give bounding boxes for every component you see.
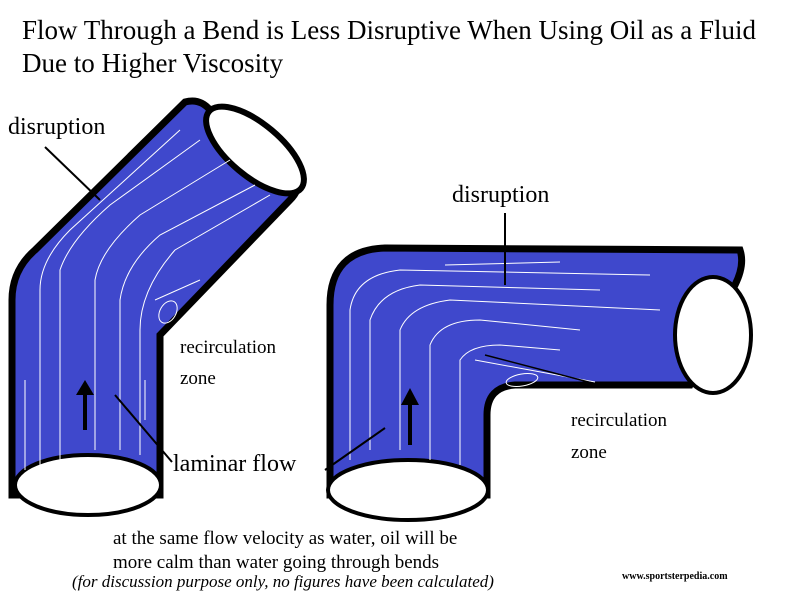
right-pipe xyxy=(324,213,753,522)
laminar-flow-label: laminar flow xyxy=(173,451,297,477)
left-pipe xyxy=(8,97,307,517)
diagram-title: Flow Through a Bend is Less Disruptive W… xyxy=(22,15,756,78)
left-disruption-label: disruption xyxy=(8,114,106,140)
watermark: www.sportsterpedia.com xyxy=(622,571,728,582)
flow-arrow-icon xyxy=(76,380,94,395)
caption-line-1: at the same flow velocity as water, oil … xyxy=(113,528,458,549)
right-pipe-inlet xyxy=(326,458,490,522)
right-recirculation-label-2: zone xyxy=(571,442,607,463)
right-pipe-outlet xyxy=(673,275,753,395)
left-streamlines xyxy=(24,129,271,470)
right-disruption-label: disruption xyxy=(452,182,550,208)
flow-arrow-icon xyxy=(401,388,419,405)
disclaimer-note: (for discussion purpose only, no figures… xyxy=(72,572,494,591)
left-recirculation-label-1: recirculation xyxy=(180,337,277,358)
left-pipe-inlet xyxy=(13,453,163,517)
left-recirculation-label-2: zone xyxy=(180,368,216,389)
left-pipe-outlet xyxy=(203,103,307,197)
right-recirculation-label-1: recirculation xyxy=(571,410,668,431)
right-streamlines xyxy=(349,261,661,465)
caption-line-2: more calm than water going through bends xyxy=(113,552,440,573)
